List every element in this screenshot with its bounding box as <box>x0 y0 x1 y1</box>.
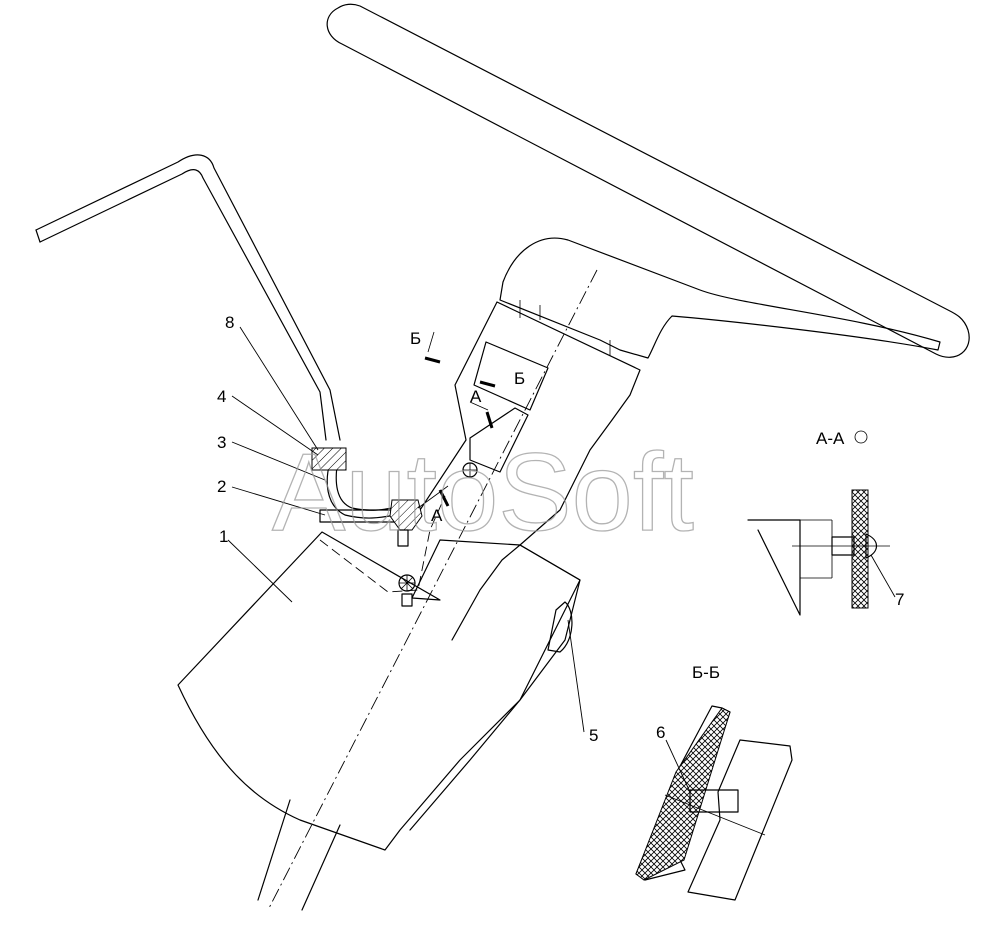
bracket-5 <box>547 601 573 653</box>
lower-housing <box>177 531 581 851</box>
section-b-upper-bar <box>424 356 441 364</box>
steering-hub <box>499 237 941 359</box>
section-b-upper: Б <box>410 329 421 348</box>
bb-bracket <box>687 739 793 901</box>
steering-wheel-rim <box>326 3 970 358</box>
switch-window-upper <box>473 341 549 411</box>
column-shroud-upper <box>419 301 641 641</box>
column-shaft <box>257 799 341 911</box>
callout-3: 3 <box>217 433 226 452</box>
leader-3 <box>231 441 326 481</box>
section-a-upper-arrow <box>469 401 489 411</box>
section-a-upper: А <box>470 387 482 406</box>
leader-7 <box>870 554 896 598</box>
switch-window-lower <box>469 407 529 473</box>
hidden-clip <box>401 593 413 607</box>
section-a-lower-bar <box>438 489 450 507</box>
section-a-upper-bar <box>485 411 494 429</box>
connector-4 <box>311 447 347 471</box>
aa-detail-circle <box>854 430 868 444</box>
lever-rod <box>35 154 341 441</box>
callout-5: 5 <box>589 726 598 745</box>
callout-6: 6 <box>656 723 665 742</box>
upper-screw-cross <box>463 463 477 477</box>
hidden-screw-cross <box>399 575 415 591</box>
section-b-lower: Б <box>514 369 525 388</box>
callout-8: 8 <box>225 313 234 332</box>
leader-1 <box>227 539 293 603</box>
watermark: AutoSoft <box>272 431 694 554</box>
aa-screw-head <box>865 533 878 559</box>
bb-hatched-wall <box>635 707 731 881</box>
callout-2: 2 <box>217 477 226 496</box>
section-a-lower: А <box>431 506 443 525</box>
leader-6 <box>665 739 691 793</box>
callout-4: 4 <box>217 387 226 406</box>
fastener-stem <box>397 529 409 547</box>
section-b-upper-arrow <box>427 331 435 353</box>
leader-2 <box>231 486 326 516</box>
aa-body <box>800 519 833 579</box>
fastener-assy <box>389 499 423 531</box>
hidden-bracket <box>319 495 446 593</box>
lever-rod-end <box>35 229 41 243</box>
harness-cable <box>326 459 399 519</box>
section-title-bb: Б-Б <box>692 663 720 682</box>
leader-4 <box>231 395 319 456</box>
bb-screw <box>689 789 739 813</box>
section-title-aa: А-А <box>816 429 845 448</box>
lower-housing-front <box>409 544 581 831</box>
leader-8 <box>239 326 319 451</box>
section-b-lower-bar <box>479 380 496 388</box>
bb-axis <box>664 794 766 836</box>
callout-7: 7 <box>895 590 904 609</box>
aa-panel <box>747 519 801 616</box>
callout-1: 1 <box>219 527 228 546</box>
leader-5 <box>567 619 585 733</box>
hub-base <box>519 300 611 356</box>
aa-hatched-wall <box>851 489 869 609</box>
